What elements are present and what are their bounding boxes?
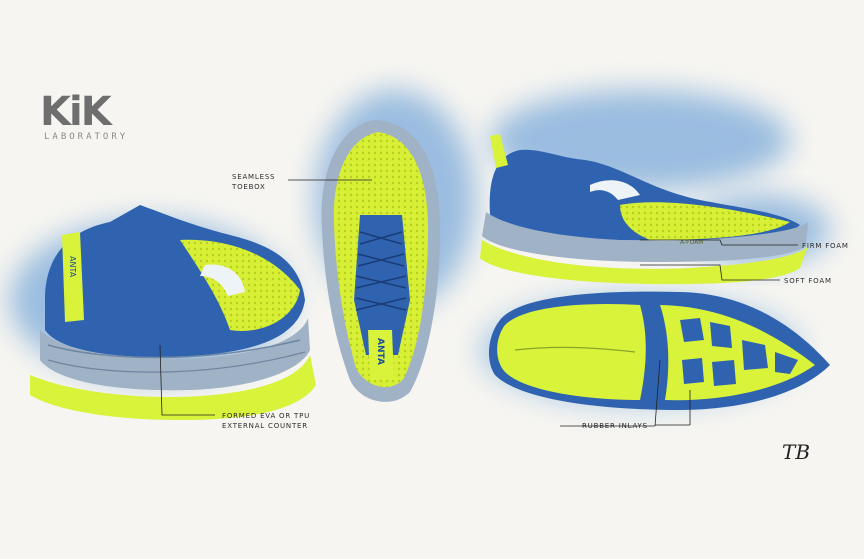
callout-counter-line2: EXTERNAL COUNTER — [222, 422, 308, 430]
callout-seamless-line2: TOEBOX — [232, 183, 266, 191]
midsole-text: A-FOAM — [680, 239, 704, 246]
designer-signature: TB — [782, 440, 811, 464]
heel-tab-text: ANTA — [68, 256, 77, 278]
callout-counter-line1: FORMED EVA OR TPU — [222, 412, 311, 420]
callout-seamless-toebox: SEAMLESS TOEBOX — [232, 172, 275, 192]
shoe-outsole-view — [488, 291, 830, 410]
tongue-text: ANTA — [375, 338, 385, 365]
kik-laboratory-logo: KiK LABORATORY — [40, 92, 180, 152]
callout-seamless-line1: SEAMLESS — [232, 173, 276, 181]
callout-firm-foam: FIRM FOAM — [802, 242, 849, 250]
shoe-top-view: ANTA — [321, 120, 440, 402]
callout-rubber-inlays: RUBBER INLAYS — [582, 422, 648, 430]
callout-external-counter: FORMED EVA OR TPU EXTERNAL COUNTER — [222, 411, 310, 431]
logo-subtitle: LABORATORY — [44, 132, 129, 142]
logo-mark: KiK — [40, 89, 112, 135]
callout-soft-foam: SOFT FOAM — [784, 277, 832, 285]
laces — [355, 231, 407, 311]
callout-lines — [159, 179, 798, 427]
shoe-side-view: A-FOAM — [480, 134, 808, 285]
shoe-rear-view: ANTA — [30, 205, 316, 420]
outsole-lugs — [680, 318, 798, 386]
